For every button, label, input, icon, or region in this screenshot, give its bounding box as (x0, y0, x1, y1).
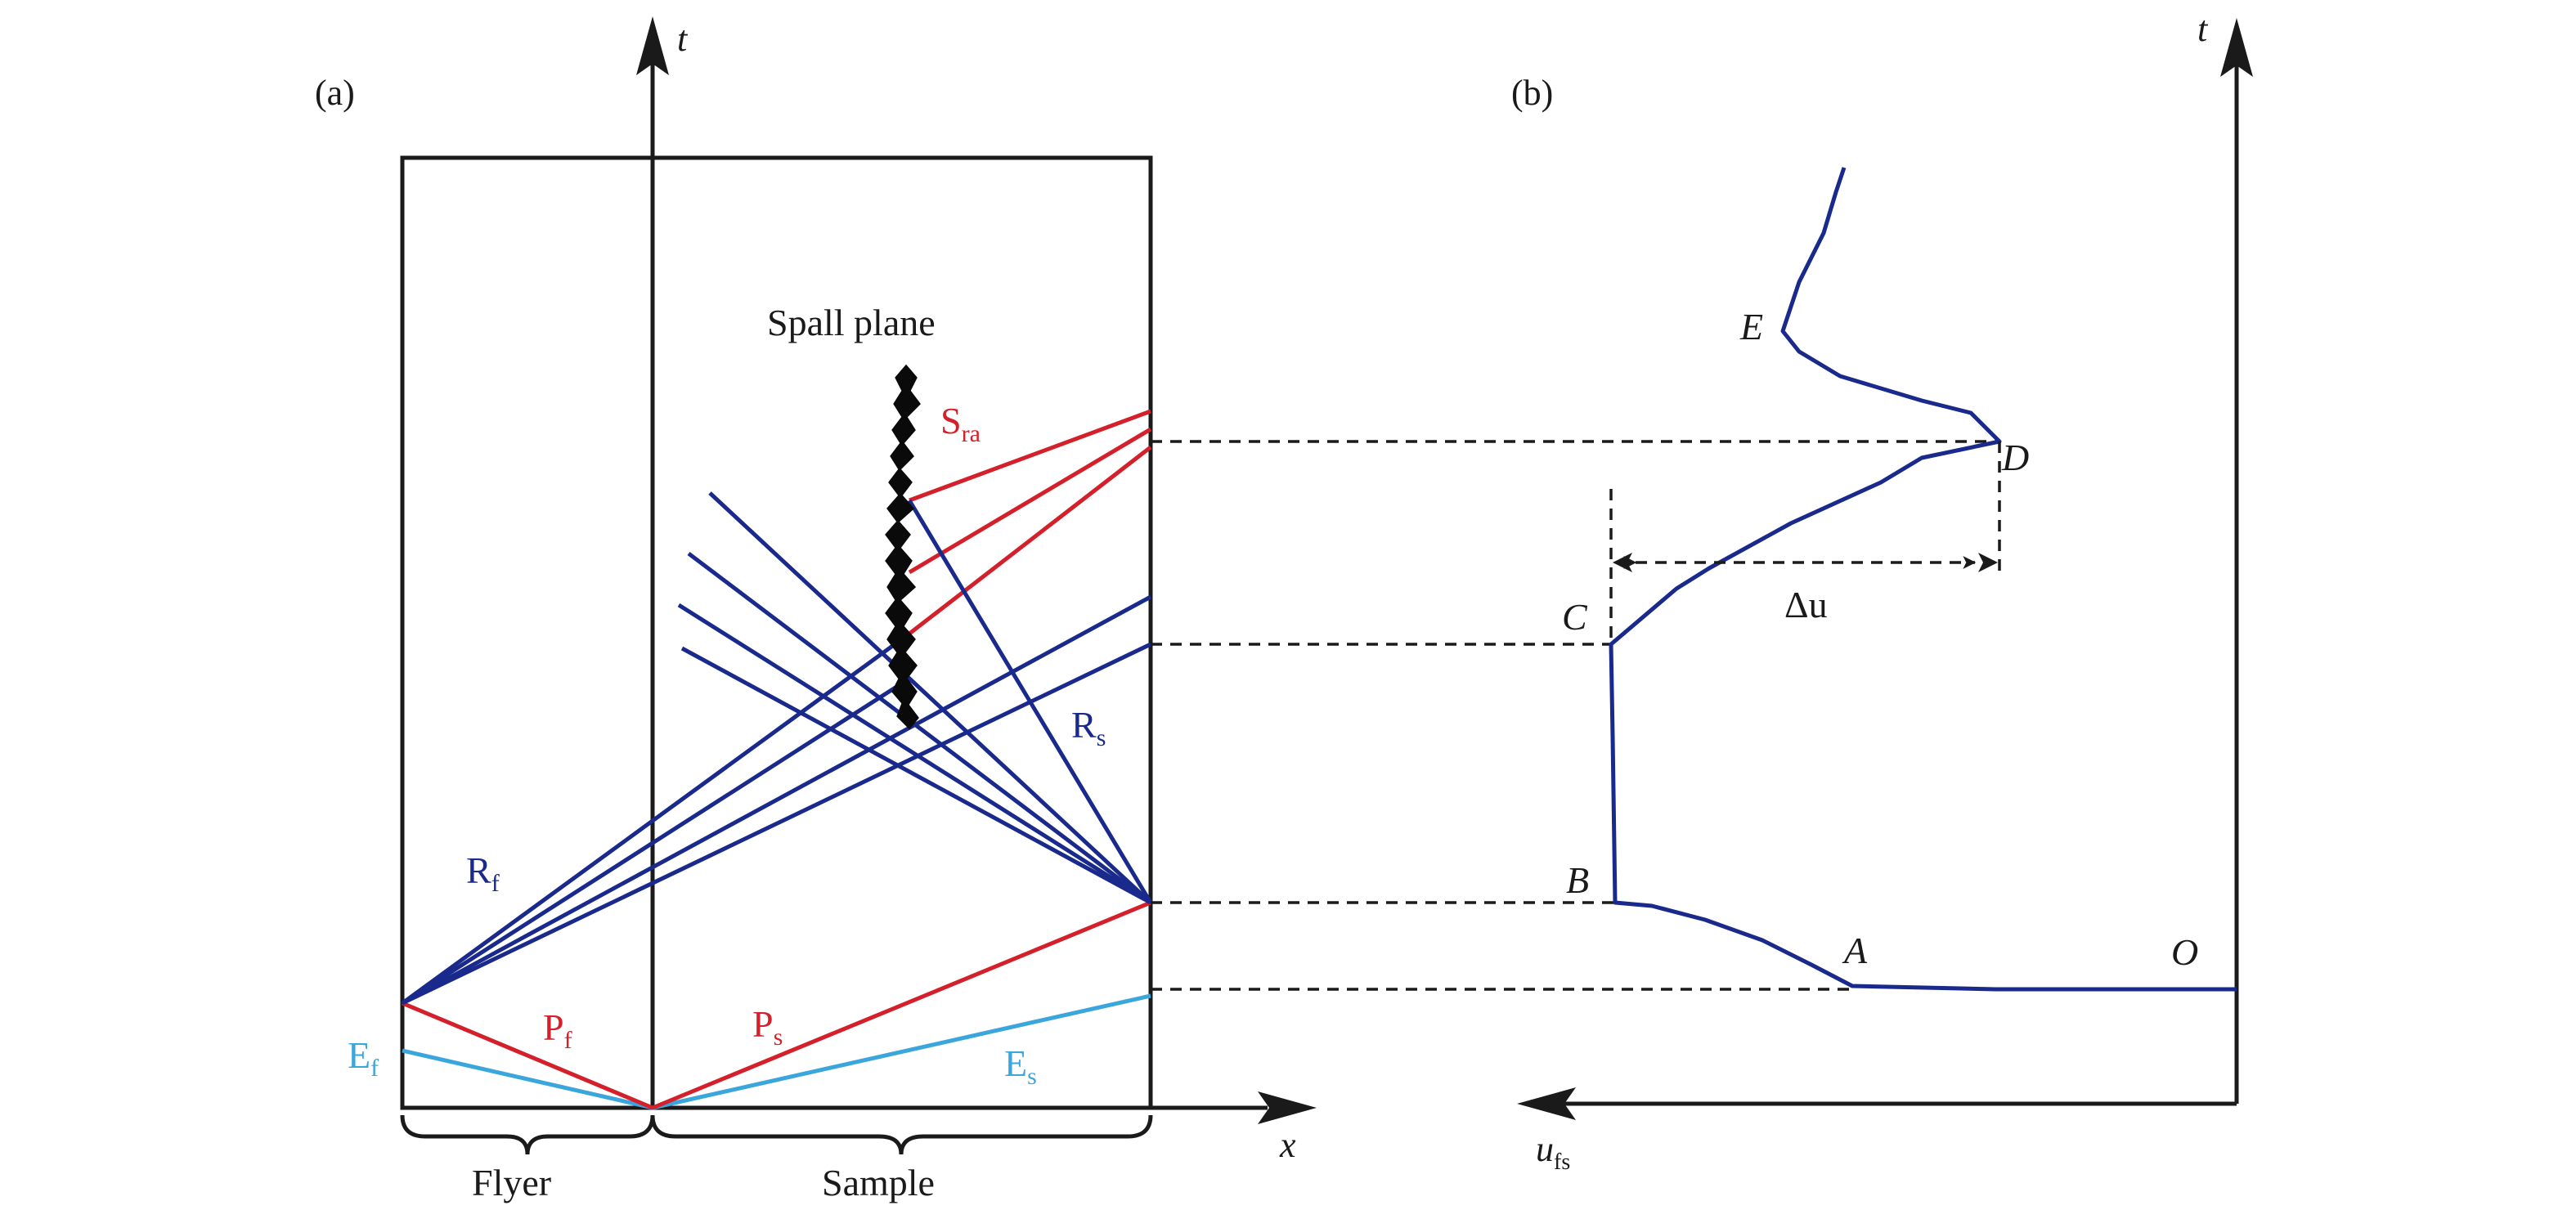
wave-sra-2 (908, 427, 1152, 575)
point-label-a: A (1842, 930, 1868, 971)
t-axis-b-label: t (2197, 9, 2209, 49)
wave-label-sra: Sra (940, 400, 981, 447)
wave-rf-1 (401, 594, 1152, 1006)
wave-label-ef: Ef (348, 1034, 379, 1082)
ufs-axis-arrowhead (1517, 1087, 1576, 1120)
wave-rs-4 (680, 646, 1152, 905)
wave-label-pf: Pf (543, 1006, 572, 1054)
t-axis-a-arrowhead (636, 16, 669, 75)
t-axis-b-arrowhead (2220, 18, 2253, 77)
point-label-o: O (2171, 931, 2198, 973)
ufs-axis-label: ufs (1536, 1129, 1570, 1175)
delta-u-right-arrowhead (1978, 553, 1998, 572)
wave-label-es: Es (1004, 1042, 1037, 1090)
t-axis-a-label: t (677, 19, 689, 59)
x-axis-arrowhead (1258, 1091, 1317, 1124)
flyer-label: Flyer (472, 1162, 551, 1203)
sample-label: Sample (822, 1162, 935, 1203)
spall-plane-label: Spall plane (767, 302, 936, 343)
wave-ps (652, 900, 1151, 1110)
point-label-c: C (1562, 596, 1588, 638)
sample-brace (650, 1114, 1153, 1155)
panel-b: (b) t ufs Δu A B C D E O (1511, 9, 2253, 1175)
wave-sra-1 (909, 409, 1151, 503)
wave-label-rf: Rf (466, 849, 500, 897)
point-label-e: E (1739, 306, 1763, 347)
wave-rs-3 (677, 603, 1152, 905)
delta-u-left-arrowhead (1613, 553, 1632, 572)
wave-rf-2 (401, 642, 1152, 1006)
sample-box (400, 155, 1153, 1110)
panel-a-label: (a) (315, 73, 355, 113)
x-axis-label: x (1279, 1125, 1296, 1165)
spall-plane-crack (885, 364, 921, 730)
wave-rs-5 (907, 499, 1153, 904)
wave-rf-3 (401, 631, 911, 1006)
wave-rs-1 (708, 491, 1152, 904)
wave-label-ps: Ps (752, 1003, 783, 1051)
velocity-curve (1609, 167, 2237, 992)
release-waves (401, 491, 1153, 1006)
point-label-d: D (2001, 437, 2029, 478)
panel-b-label: (b) (1511, 73, 1553, 113)
flyer-brace (400, 1114, 655, 1155)
wave-rs-2 (687, 552, 1152, 904)
point-label-b: B (1566, 859, 1589, 901)
wave-ef (402, 1048, 653, 1110)
compression-waves (402, 409, 1152, 1110)
dashed-connectors (1151, 440, 1999, 991)
wave-label-rs: Rs (1071, 704, 1106, 751)
wave-sra-3 (908, 446, 1152, 635)
delta-u-label: Δu (1784, 584, 1828, 625)
wave-es (652, 993, 1151, 1110)
delta-u-markers (1609, 441, 2001, 644)
elastic-waves (402, 993, 1151, 1110)
panel-a: (a) t x (315, 16, 1317, 1203)
wave-pf (402, 1001, 653, 1110)
wave-rf-4 (401, 676, 911, 1006)
